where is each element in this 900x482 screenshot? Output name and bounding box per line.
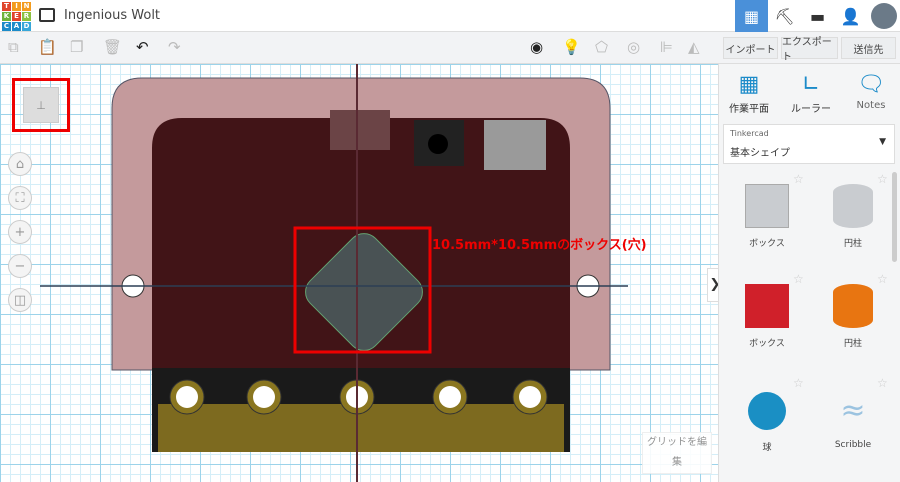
edit-toolbar: ⧉ 📋 ❐ 🗑 ↶ ↷ ◉ 💡 ⬠ ◎ ⊫ ◭ インポート エクスポート 送信先 — [0, 32, 900, 64]
delete-icon[interactable]: 🗑 — [103, 38, 123, 56]
workplane-canvas[interactable]: 10.5mm*10.5mmのボックス(穴) ⊥ ⌂ ⛶ + − ◫ — [0, 64, 718, 482]
duplicate-icon[interactable]: ❐ — [70, 38, 84, 56]
ruler-icon: ∟ — [801, 72, 821, 97]
panel-scrollbar[interactable] — [892, 172, 897, 262]
copy-icon[interactable]: ⧉ — [8, 38, 19, 56]
zoom-in-icon[interactable]: + — [8, 220, 32, 244]
add-user-icon[interactable]: 👤 — [840, 6, 861, 26]
shape-sphere[interactable]: 球 — [727, 392, 807, 453]
edit-grid-button[interactable]: グリッドを編集 — [642, 432, 712, 474]
fit-view-icon[interactable]: ⛶ — [8, 186, 32, 210]
shape-scribble[interactable]: ≈Scribble — [834, 393, 872, 450]
align-icon[interactable]: ⊫ — [660, 38, 674, 56]
show-all-icon[interactable]: ◉ — [530, 38, 544, 56]
design-list-icon[interactable] — [39, 8, 55, 22]
shapes-panel: ▦作業平面 ∟ルーラー 🗨Notes Tinkercad 基本シェイプ ▼ ボッ… — [718, 64, 900, 482]
workplane-icon: ▦ — [738, 72, 760, 97]
notes-button[interactable]: 🗨Notes — [841, 72, 900, 111]
notes-bulb-icon[interactable]: 💡 — [562, 38, 581, 56]
favorite-star-icon[interactable]: ☆ — [877, 376, 888, 390]
paste-icon[interactable]: 📋 — [38, 38, 57, 56]
favorite-star-icon[interactable]: ☆ — [793, 376, 804, 390]
favorite-star-icon[interactable]: ☆ — [793, 272, 804, 286]
send-to-button[interactable]: 送信先 — [841, 37, 896, 59]
shape-box[interactable]: ボックス — [727, 284, 807, 349]
shape-cylinder[interactable]: 円柱 — [813, 284, 893, 349]
ruler-button[interactable]: ∟ルーラー — [781, 72, 841, 115]
chevron-down-icon: ▼ — [879, 137, 886, 147]
avatar[interactable] — [867, 0, 900, 32]
view-cube[interactable]: ⊥ — [12, 78, 70, 132]
favorite-star-icon[interactable]: ☆ — [793, 172, 804, 186]
export-button[interactable]: エクスポート — [781, 37, 838, 63]
microbit-model[interactable] — [0, 64, 718, 482]
zoom-out-icon[interactable]: − — [8, 254, 32, 278]
home-view-icon[interactable]: ⌂ — [8, 152, 32, 176]
3d-view-button[interactable]: ▦ — [735, 0, 768, 32]
mirror-icon[interactable]: ◭ — [688, 38, 700, 56]
shape-box-hole[interactable]: ボックス — [727, 184, 807, 249]
annotation-label: 10.5mm*10.5mmのボックス(穴) — [432, 238, 647, 253]
annotation-box — [293, 226, 432, 354]
ungroup-icon[interactable]: ◎ — [627, 38, 641, 56]
import-button[interactable]: インポート — [723, 37, 778, 59]
notes-icon: 🗨 — [857, 72, 885, 97]
favorite-star-icon[interactable]: ☆ — [877, 172, 888, 186]
favorite-star-icon[interactable]: ☆ — [877, 272, 888, 286]
undo-icon[interactable]: ↶ — [136, 38, 149, 56]
bricks-icon[interactable]: ▬ — [809, 6, 826, 26]
projection-icon[interactable]: ◫ — [8, 288, 32, 312]
workplane-button[interactable]: ▦作業平面 — [719, 72, 779, 115]
shape-library-select[interactable]: Tinkercad 基本シェイプ ▼ — [723, 124, 895, 164]
design-title[interactable]: Ingenious Wolt — [64, 8, 161, 23]
group-icon[interactable]: ⬠ — [595, 38, 609, 56]
redo-icon[interactable]: ↷ — [168, 38, 181, 56]
shape-cylinder-hole[interactable]: 円柱 — [813, 184, 893, 249]
codeblocks-pickaxe-icon[interactable]: ⛏ — [774, 6, 795, 26]
